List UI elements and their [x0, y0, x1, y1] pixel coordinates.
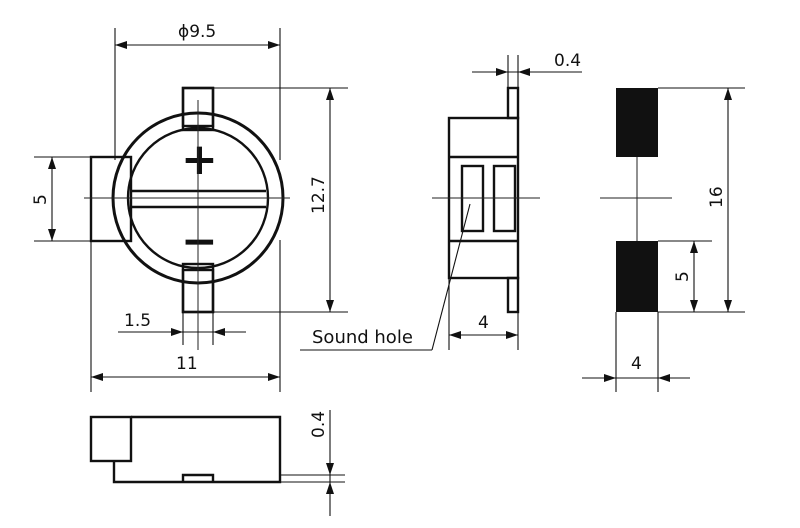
dim-side-5-label: 5	[31, 194, 51, 205]
dim-pad-5: 5	[658, 240, 712, 312]
bottom-view: 0.4	[89, 410, 345, 516]
dim-11-label: 11	[176, 354, 198, 374]
dim-1-5-label: 1.5	[124, 311, 151, 331]
left-terminal-tab	[89, 155, 133, 243]
dim-16-label: 16	[707, 186, 727, 208]
front-view: + −	[84, 86, 290, 350]
dim-diameter-label: ϕ9.5	[178, 22, 216, 42]
dim-pad-4-label: 4	[631, 354, 642, 374]
dim-height-12-7: 12.7	[213, 87, 348, 313]
dim-diameter: ϕ9.5	[114, 22, 281, 160]
dim-top-0-4: 0.4	[472, 51, 582, 88]
positive-symbol: +	[181, 134, 218, 185]
pad-top	[616, 88, 658, 157]
dim-pad-16: 16	[658, 87, 745, 313]
dim-12-7-label: 12.7	[309, 176, 329, 214]
negative-symbol: −	[181, 216, 218, 267]
dim-width-11: 11	[90, 240, 281, 392]
side-view	[432, 86, 540, 314]
dim-pad-5-label: 5	[673, 271, 693, 282]
dim-side-4-label: 4	[478, 313, 489, 333]
pad-layout	[600, 88, 672, 312]
sound-hole-callout: Sound hole	[300, 203, 471, 351]
dim-bottom-0-4-label: 0.4	[309, 411, 329, 438]
dim-side-4: 4	[448, 278, 519, 350]
sound-hole-label: Sound hole	[312, 327, 413, 348]
dim-side-5: 5	[31, 156, 91, 242]
pad-bottom	[616, 241, 658, 312]
dim-top-0-4-label: 0.4	[554, 51, 581, 71]
dim-pad-4: 4	[582, 312, 690, 392]
dim-pin-1-5: 1.5	[118, 311, 246, 345]
